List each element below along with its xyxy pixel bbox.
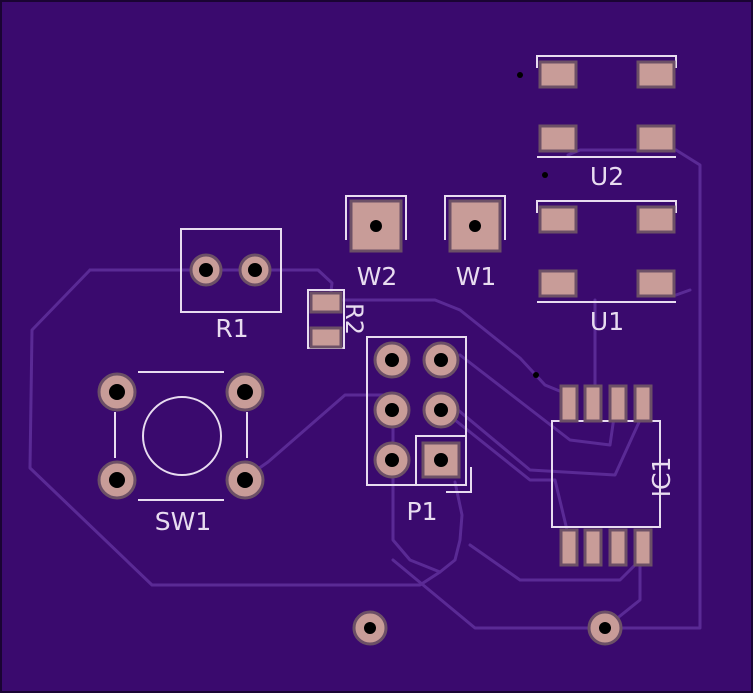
w2-component[interactable]: W2	[345, 195, 407, 291]
u1-pad[interactable]	[636, 269, 676, 298]
ic1-pad[interactable]	[608, 384, 628, 423]
u2-pad[interactable]	[538, 60, 578, 89]
u1-component[interactable]: U1	[536, 172, 677, 336]
sw1-component[interactable]: SW1	[97, 371, 265, 536]
w2-label: W2	[357, 262, 398, 291]
test-pad-drill	[599, 622, 611, 634]
w2-silkscreen	[345, 195, 407, 240]
r2-component[interactable]: R2	[307, 289, 368, 349]
ic1-pad[interactable]	[559, 384, 579, 423]
ic1-silkscreen	[551, 420, 661, 528]
u2-silkscreen-top	[536, 55, 677, 68]
p1-drill	[385, 453, 399, 467]
r1-silkscreen	[180, 228, 282, 313]
test-pad-drill	[364, 622, 376, 634]
sw1-drill	[237, 472, 253, 488]
p1-drill	[385, 403, 399, 417]
w1-label: W1	[456, 262, 497, 291]
r2-pad[interactable]	[309, 291, 343, 314]
sw1-label: SW1	[155, 507, 212, 536]
u2-pin1-marker	[517, 72, 523, 78]
sw1-drill	[109, 472, 125, 488]
u2-pad[interactable]	[636, 124, 676, 153]
u1-pad[interactable]	[538, 205, 578, 234]
ic1-pin1-marker	[533, 372, 539, 378]
r1-drill	[248, 263, 262, 277]
ic1-pad[interactable]	[633, 384, 653, 423]
test-pads[interactable]	[352, 610, 623, 646]
p1-label: P1	[407, 497, 438, 526]
u1-pad[interactable]	[538, 269, 578, 298]
p1-pin1-marker	[415, 435, 466, 485]
r2-pad[interactable]	[309, 326, 343, 349]
p1-drill	[434, 453, 448, 467]
p1-drill	[434, 353, 448, 367]
p1-drill	[385, 353, 399, 367]
r2-label: R2	[340, 303, 368, 335]
u2-pad[interactable]	[636, 60, 676, 89]
u1-label: U1	[590, 307, 624, 336]
w1-silkscreen	[444, 195, 506, 240]
ic1-component[interactable]: IC1	[533, 372, 676, 567]
u2-label: U2	[590, 162, 624, 191]
ic1-pad[interactable]	[633, 528, 653, 567]
ic1-pad[interactable]	[608, 528, 628, 567]
p1-component[interactable]: P1	[366, 336, 472, 526]
p1-drill	[434, 403, 448, 417]
u1-pin1-marker	[542, 172, 548, 178]
w1-component[interactable]: W1	[444, 195, 506, 291]
r1-component[interactable]: R1	[180, 228, 282, 343]
r1-drill	[199, 263, 213, 277]
u2-pad[interactable]	[538, 124, 578, 153]
r1-label: R1	[215, 314, 248, 343]
sw1-actuator-outline	[142, 396, 222, 476]
ic1-pad[interactable]	[559, 528, 579, 567]
sw1-drill	[237, 384, 253, 400]
w2-drill	[370, 220, 382, 232]
ic1-label: IC1	[647, 457, 676, 498]
p1-pin1-corner	[446, 467, 472, 493]
u2-component[interactable]: U2	[517, 55, 677, 191]
sw1-drill	[109, 384, 125, 400]
u1-silkscreen-top	[536, 200, 677, 213]
ic1-pad[interactable]	[583, 384, 603, 423]
u1-pad[interactable]	[636, 205, 676, 234]
ic1-pad[interactable]	[583, 528, 603, 567]
w1-drill	[469, 220, 481, 232]
